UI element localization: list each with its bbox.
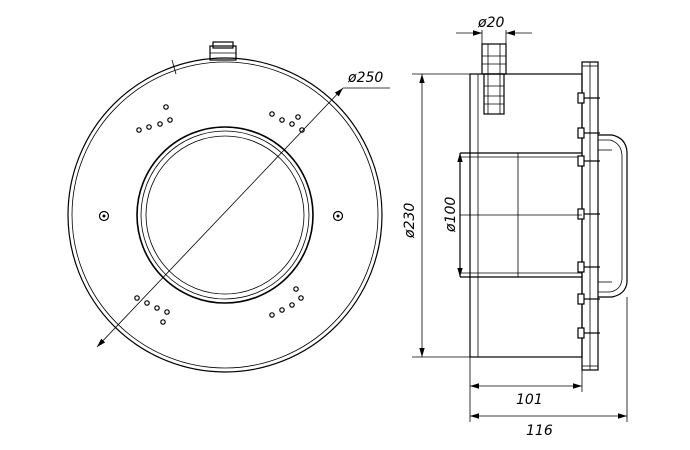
led-holes-top-left <box>136 104 173 133</box>
cable-gland <box>209 41 237 61</box>
flange-screws <box>577 92 600 339</box>
led-holes-top-right <box>269 111 305 133</box>
dim-100: ø100 <box>443 153 582 277</box>
outer-flange-inner-edge <box>71 61 379 369</box>
dim-230-label: ø230 <box>402 203 418 239</box>
dim-100-label: ø100 <box>443 197 459 233</box>
led-holes-bottom-left <box>134 295 170 325</box>
dim-20: ø20 <box>456 15 532 44</box>
housing-body <box>469 73 583 358</box>
dim-116: 116 <box>469 297 628 439</box>
dim-116-label: 116 <box>526 423 553 439</box>
side-view: ø20 ø230 ø100 101 116 <box>402 15 628 439</box>
diameter-250-label: ø250 <box>347 70 383 86</box>
index-mark <box>171 59 177 75</box>
outer-flange-circle <box>67 57 383 373</box>
front-view: ø250 <box>67 41 390 373</box>
led-holes-bottom-right <box>269 286 304 318</box>
lens-cover <box>598 134 628 298</box>
dim-101: 101 <box>469 357 583 408</box>
dim-20-label: ø20 <box>477 15 504 31</box>
dim-230: ø230 <box>402 73 470 358</box>
dim-101-label: 101 <box>516 392 543 408</box>
mounting-screw-left <box>98 210 110 222</box>
diameter-250-dimension-line <box>96 87 344 348</box>
pipe-fitting <box>481 43 507 115</box>
mounting-screw-right <box>332 210 344 222</box>
